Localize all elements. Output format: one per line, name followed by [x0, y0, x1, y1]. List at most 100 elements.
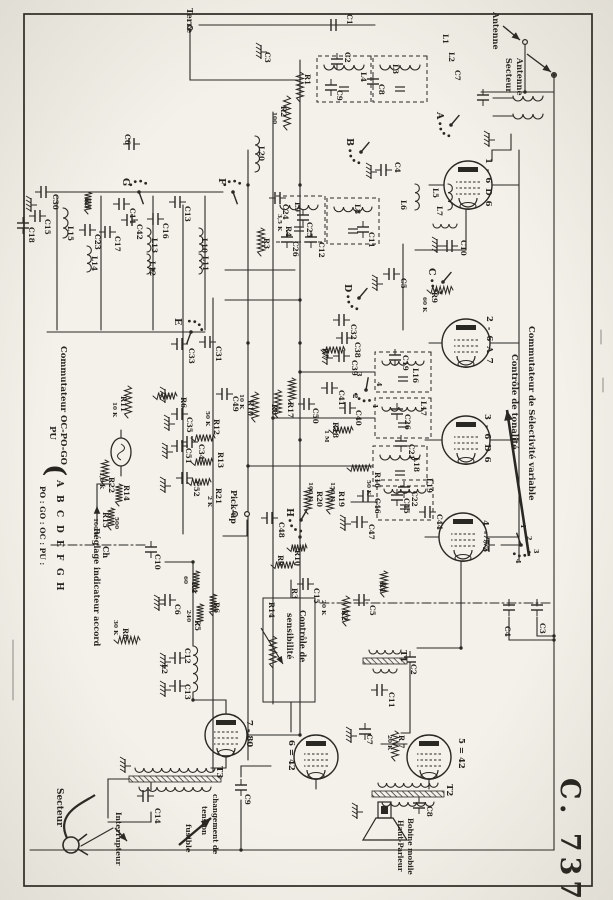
- ground-hatch: [483, 142, 490, 147]
- schematic-label: L2: [447, 52, 456, 62]
- dial-lamp: [110, 437, 132, 467]
- schematic-label: 100 K: [92, 518, 98, 538]
- ground-hatch: [119, 756, 126, 761]
- terminal: [186, 25, 193, 32]
- schematic-label: C15: [43, 219, 52, 235]
- switch-contact: [200, 328, 204, 331]
- switch-contact: [346, 295, 350, 299]
- ground-hatch: [159, 480, 166, 485]
- coil-symbol: [414, 183, 420, 211]
- switch-contact: [439, 291, 443, 295]
- schematic-label: R7: [321, 348, 330, 359]
- schematic-label: sensibilité: [285, 613, 295, 659]
- switch-contact: [347, 300, 351, 304]
- resistor-symbol: [346, 463, 372, 473]
- schematic-label: PU: [47, 426, 57, 440]
- ground-hatch: [351, 802, 358, 807]
- terminal: [522, 38, 529, 45]
- ground-hatch: [159, 660, 166, 665]
- tube-cathode: [453, 549, 473, 560]
- schematic-label: C48: [277, 522, 286, 538]
- schematic-label: C17: [113, 236, 122, 252]
- switch-lever: [300, 508, 309, 521]
- ground-hatch: [161, 442, 168, 447]
- schematic-label: R3: [262, 238, 271, 249]
- resistor-symbol: [113, 634, 141, 646]
- switch-contact: [431, 284, 435, 288]
- schematic-label: C2: [409, 664, 418, 675]
- schematic-label: C9: [335, 90, 344, 101]
- tube-base-pin: [459, 202, 477, 210]
- pointer-arrowhead: [93, 506, 101, 514]
- schematic-label: C13: [183, 206, 192, 222]
- schematic-label: T2: [444, 784, 454, 796]
- schematic-label: C7: [453, 70, 462, 81]
- junction-dot: [151, 268, 155, 272]
- schematic-label: L11: [201, 256, 210, 271]
- ground-hatch: [351, 810, 358, 815]
- lamp-filament: [117, 443, 125, 461]
- schematic-label: L9: [293, 202, 302, 212]
- tube-base-pin: [420, 772, 438, 780]
- schematic-label: R14: [267, 602, 276, 618]
- pointer-line: [505, 409, 531, 557]
- schematic-label: changement de: [211, 794, 220, 855]
- schematic-label: R10: [293, 550, 302, 566]
- ground-hatch: [345, 730, 352, 735]
- schematic-label: Commutateur de Sélectivité variable: [526, 326, 537, 501]
- switch-contact: [523, 553, 527, 557]
- ground-hatch: [25, 207, 32, 212]
- schematic-label: 1 M: [323, 430, 329, 443]
- switch-contact: [517, 554, 521, 558]
- ground-hatch: [339, 518, 346, 523]
- pointer-arrowhead: [504, 410, 513, 421]
- schematic-label: C18: [27, 227, 36, 243]
- schematic-label: H: [284, 508, 295, 517]
- ground-hatch: [371, 286, 378, 291]
- schematic-label: L15: [66, 226, 75, 241]
- schematic-label: Contrôle de: [298, 610, 308, 662]
- schematic-label: R16: [373, 472, 382, 488]
- switch-contact: [350, 305, 354, 308]
- switch-contact: [348, 149, 352, 153]
- resistor-symbol: [302, 487, 314, 515]
- schematic-label: 10 K: [238, 394, 244, 410]
- ground-hatch: [159, 684, 166, 689]
- schematic-label: 150 K: [329, 482, 335, 502]
- ground-hatch: [159, 394, 166, 399]
- wire: [400, 666, 411, 734]
- schematic-label: 100: [271, 112, 277, 124]
- control-box: [262, 597, 316, 703]
- schematic-label: C4: [393, 162, 402, 173]
- schematic-label: C10: [459, 240, 468, 256]
- switch-lever: [185, 331, 192, 345]
- schematic-label: C6: [173, 604, 182, 615]
- coil-symbol: [383, 488, 427, 494]
- switch-contact: [233, 179, 237, 183]
- coil-symbol: [512, 113, 544, 120]
- switch-contact: [227, 180, 231, 184]
- schematic-label: Haut-Parleur: [396, 820, 405, 872]
- junction-dot: [191, 560, 195, 564]
- wire: [222, 519, 248, 537]
- schematic-label: R13: [216, 452, 225, 468]
- schematic-label: 100 K: [307, 482, 313, 502]
- schematic-label: C12: [317, 242, 326, 258]
- terminal: [243, 511, 250, 518]
- schematic-label: 60 K: [421, 297, 427, 313]
- ground-hatch: [365, 162, 372, 167]
- terminal: [231, 511, 238, 518]
- ground-hatch: [483, 134, 490, 139]
- ground-hatch: [163, 414, 170, 419]
- schematic-label: R17: [286, 402, 295, 418]
- switch-contact: [129, 183, 133, 187]
- schematic-label: C39: [350, 360, 359, 376]
- coil-symbol: [198, 227, 204, 253]
- ground-hatch: [321, 348, 328, 353]
- switch-lever: [450, 114, 460, 126]
- ground-hatch: [159, 484, 166, 489]
- schematic-label: L2: [160, 664, 169, 674]
- schematic-label: R1: [303, 74, 312, 85]
- coil-symbol: [377, 782, 439, 788]
- schematic-label: 3: [355, 372, 363, 377]
